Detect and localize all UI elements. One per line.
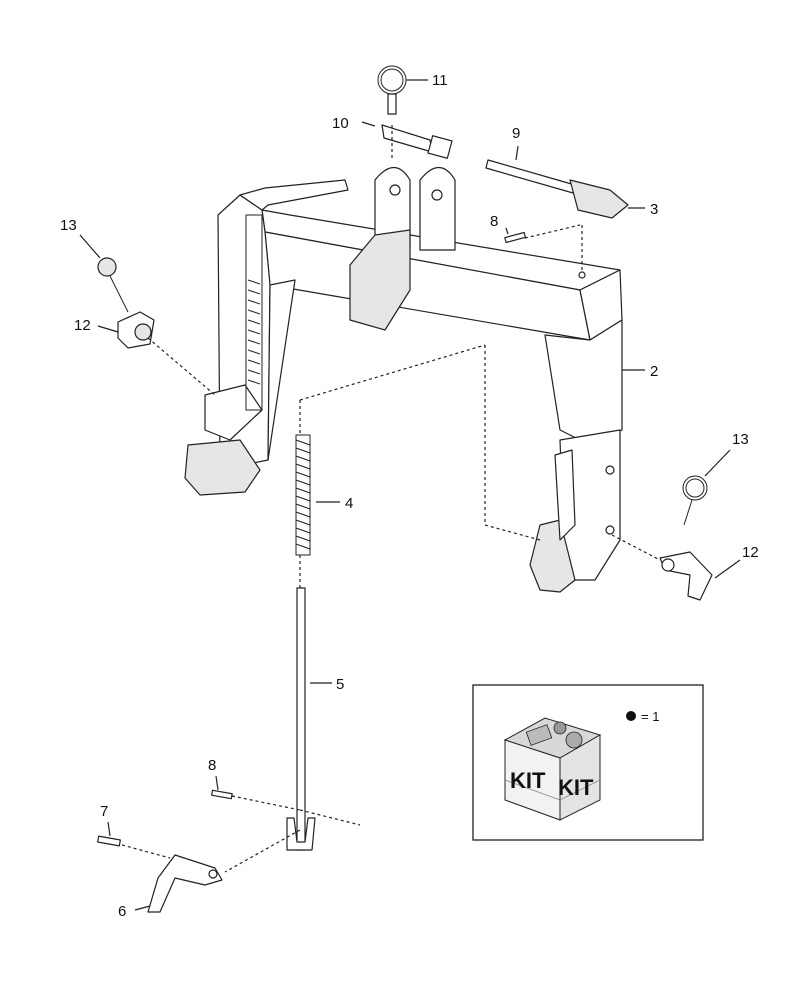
- lynch-pin-13-right: [682, 475, 708, 526]
- callout-6: 6: [118, 903, 126, 920]
- callout-13-left: 13: [60, 217, 77, 234]
- roll-pin-8-bottom: [211, 789, 233, 800]
- latch-pin-12-left: [117, 311, 155, 349]
- callout-8-top: 8: [490, 213, 498, 230]
- leader-lines: [79, 79, 741, 911]
- clevis-pin-10: [381, 124, 453, 159]
- callout-4: 4: [345, 495, 353, 512]
- latch-pin-12-right: [659, 551, 713, 601]
- callout-10: 10: [332, 115, 349, 132]
- assembly-lines: [121, 125, 661, 873]
- callout-13-right: 13: [732, 431, 749, 448]
- callout-7: 7: [100, 803, 108, 820]
- callout-8-bottom: 8: [208, 757, 216, 774]
- callout-9: 9: [512, 125, 520, 142]
- callout-11: 11: [432, 72, 448, 89]
- kit-legend-box: KIT KIT = 1: [472, 684, 704, 841]
- kit-label-left: KIT: [510, 768, 546, 793]
- callout-12-left: 12: [74, 317, 91, 334]
- spring-4: [295, 434, 311, 556]
- lock-block-3: [569, 179, 629, 219]
- ring-pin-11: [377, 65, 407, 115]
- rod-5: [286, 587, 316, 851]
- callout-5: 5: [336, 676, 344, 693]
- lock-rod-9: [485, 159, 576, 194]
- quick-hitch-frame: [184, 166, 623, 593]
- kit-label-right: KIT: [558, 775, 594, 800]
- callout-labels: 11 10 9 3 8 2 13 12 4 13 12 5 8 7 6: [60, 72, 759, 920]
- legend-value: = 1: [641, 709, 659, 724]
- callout-3: 3: [650, 201, 658, 218]
- lynch-pin-13-left: [97, 257, 129, 313]
- kit-box-icon: KIT KIT: [503, 717, 602, 821]
- roll-pin-8-top: [504, 231, 527, 244]
- release-lever-6: [147, 854, 223, 913]
- callout-12-right: 12: [742, 544, 759, 561]
- roll-pin-7: [97, 835, 121, 847]
- callout-2: 2: [650, 363, 658, 380]
- bullet-icon: [626, 711, 636, 721]
